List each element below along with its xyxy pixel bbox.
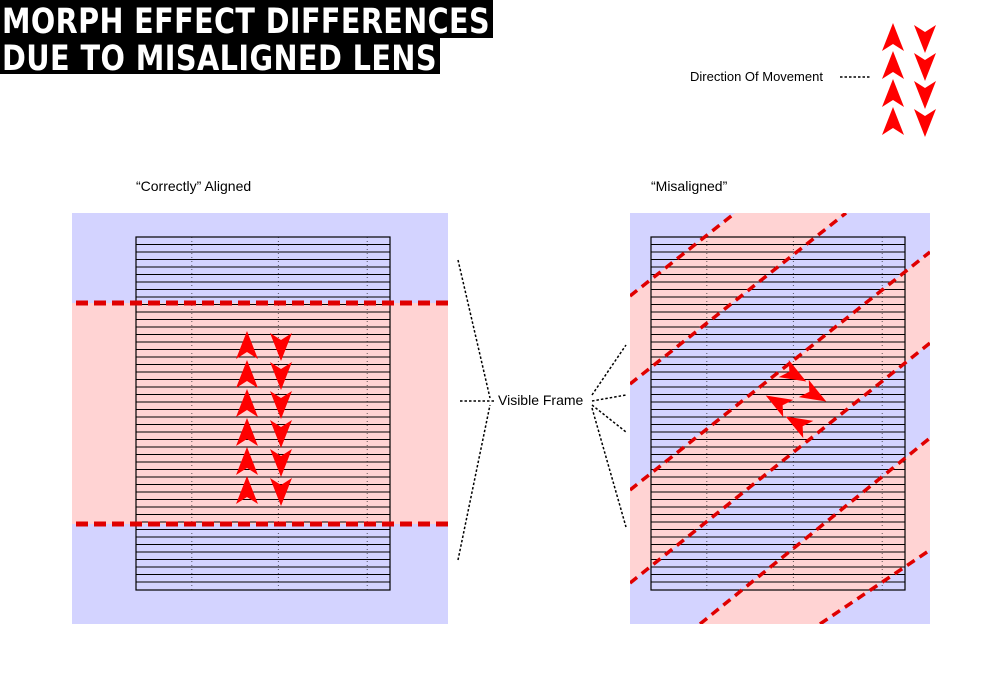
right-panel-label: “Misaligned” [651,178,728,194]
legend: Direction Of Movement [690,23,936,137]
down-arrow-icon [270,333,292,361]
red-arrow-pairs-icon [882,23,936,137]
down-arrow-icon [270,478,292,506]
left-panel-label: “Correctly” Aligned [136,178,251,194]
left-pink-zone [72,303,448,524]
up-arrow-icon [236,418,258,446]
connector-right-2 [591,394,627,402]
right-visible-frame [650,236,906,591]
right-boundary-3 [630,250,930,492]
visible-frame-callout: Visible Frame [457,259,627,561]
up-arrow-icon [236,476,258,504]
left-frame-border [135,236,391,591]
down-arrow-icon [270,420,292,448]
up-arrow-icon [236,331,258,359]
up-arrow-icon [236,447,258,475]
up-arrow-icon [882,51,904,79]
arrow-icon [765,395,794,418]
connector-right-1 [591,344,627,396]
right-boundary-1 [630,213,737,298]
down-arrow-icon [270,362,292,390]
up-arrow-icon [882,79,904,107]
title-line-2: DUE TO MISALIGNED LENS [2,39,437,79]
connector-right-3 [591,404,627,433]
down-arrow-icon [914,109,936,137]
title: MORPH EFFECT DIFFERENCES DUE TO MISALIGN… [0,0,493,79]
down-arrow-icon [270,449,292,477]
right-boundary-2 [630,213,848,386]
right-boundary-5 [698,436,930,624]
left-visible-frame [135,236,391,591]
arrow-icon [785,416,814,439]
legend-label: Direction Of Movement [690,69,823,84]
up-arrow-icon [882,23,904,51]
down-arrow-icon [914,25,936,53]
left-movement-arrows [236,331,292,506]
up-arrow-icon [236,389,258,417]
arrow-icon [798,379,827,402]
right-frame-border [650,236,906,591]
connector-left-top [457,259,491,399]
arrow-icon [778,359,807,382]
visible-frame-label: Visible Frame [498,392,584,408]
down-arrow-icon [914,53,936,81]
right-movement-arrows [765,359,827,439]
right-boundary-4 [630,341,930,585]
connector-right-4 [591,407,627,528]
right-panel [630,213,930,624]
down-arrow-icon [270,391,292,419]
connector-left-bottom [457,404,491,561]
left-panel [72,213,448,624]
down-arrow-icon [914,81,936,109]
right-boundary-6 [819,548,930,624]
up-arrow-icon [882,107,904,135]
up-arrow-icon [236,360,258,388]
title-line-1: MORPH EFFECT DIFFERENCES [2,2,490,42]
